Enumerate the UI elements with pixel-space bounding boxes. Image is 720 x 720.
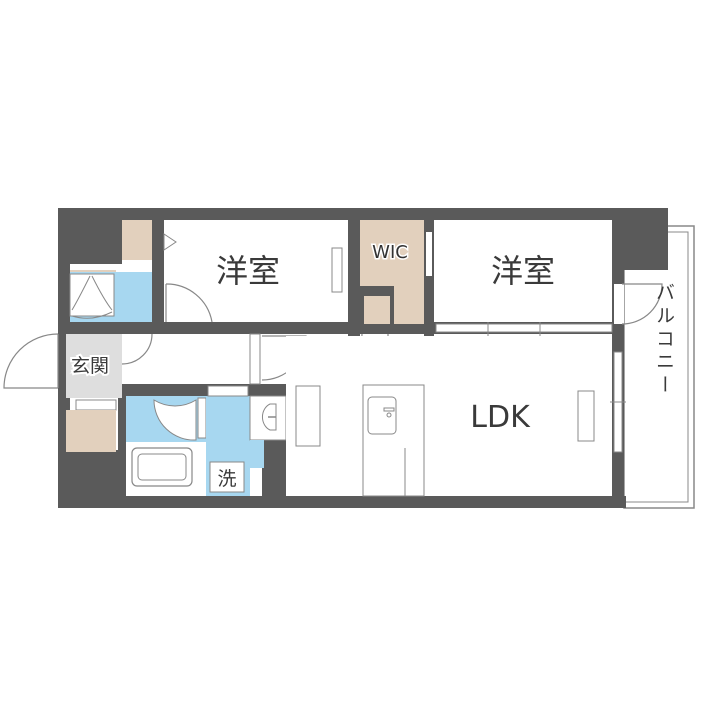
room-label-wic: WIC (372, 242, 408, 263)
entrance: 玄関 (3, 333, 122, 452)
room-label-entrance: 玄関 (71, 355, 109, 377)
room-label-balcony: バルコニー (653, 283, 675, 398)
corridor (121, 333, 307, 385)
toilet-room (69, 270, 152, 322)
walk-in-closet: WIC (360, 220, 432, 363)
room-label-laundry: 洗 (217, 468, 236, 490)
balcony-label-group: バルコニー (653, 283, 675, 398)
room-label-western-2: 洋室 (491, 252, 555, 290)
bathroom (126, 396, 207, 492)
western-room-1: 洋室 (122, 220, 348, 323)
ldk: LDK (286, 336, 626, 497)
room-label-western-1: 洋室 (216, 252, 280, 290)
western-room-2: 洋室 (434, 220, 663, 336)
room-label-ldk: LDK (470, 400, 531, 435)
